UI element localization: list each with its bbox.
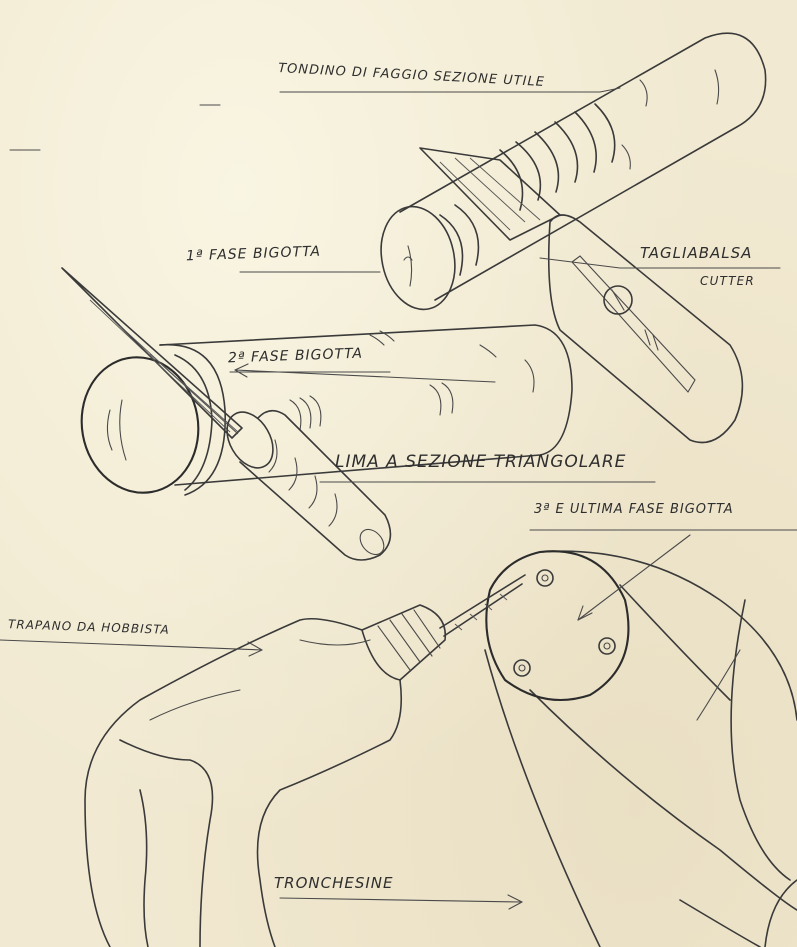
label-tronchesine: TRONCHESINE (274, 874, 394, 892)
trapano-arrowhead (247, 641, 263, 657)
file-and-deadeye-illustration (61, 267, 573, 561)
label-fase-3-bigotta: 3ª E ULTIMA FASE BIGOTTA (534, 502, 734, 517)
tagliabalsa-leader (539, 257, 621, 269)
tronchesine-leader (279, 897, 523, 903)
trapano-leader (0, 639, 263, 651)
label-tagliabalsa: TAGLIABALSA (640, 244, 753, 262)
label-cutter: CUTTER (700, 274, 755, 288)
label-lima-sezione-triangolare: LIMA A SEZIONE TRIANGOLARE (335, 452, 627, 472)
tronchesine-arrowhead (507, 894, 523, 910)
fase3-arrow (577, 534, 691, 621)
fase3-arrowhead (577, 605, 593, 621)
tondino-leader (599, 87, 621, 93)
drill-and-pliers-illustration (84, 550, 797, 947)
dowel-and-cutter-illustration (380, 32, 767, 444)
